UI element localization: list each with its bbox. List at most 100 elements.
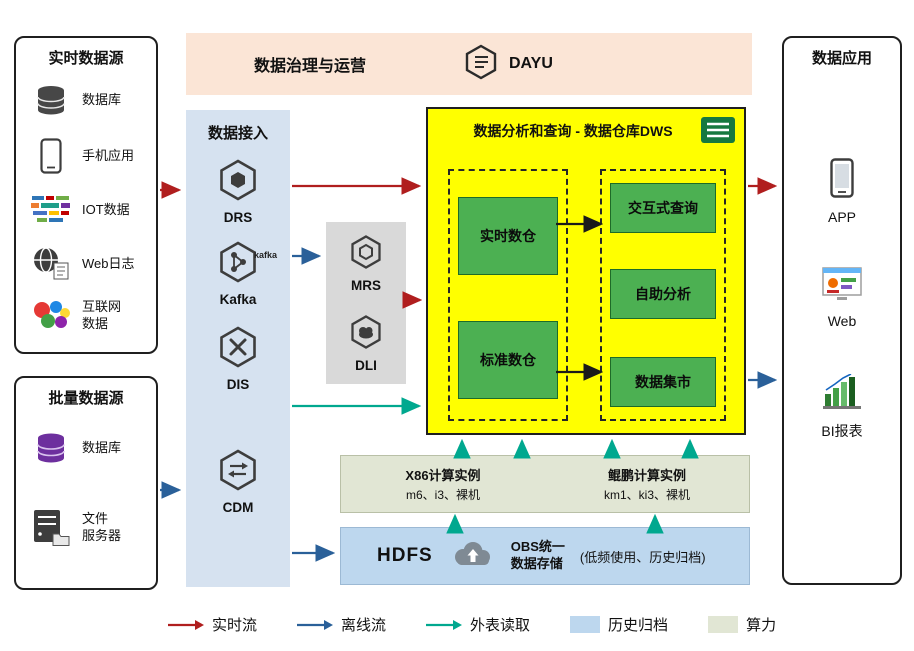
applications-title: 数据应用 [811, 50, 872, 67]
ingestion-title: 数据接入 [207, 125, 268, 142]
service-label: DIS [226, 377, 250, 392]
service-label: DRS [223, 210, 253, 225]
analytics-group [600, 169, 726, 421]
service-mrs: MRS [326, 234, 406, 293]
source-item-mobile-app: 手机应用 [16, 134, 156, 178]
service-drs: DRS [186, 158, 290, 225]
database-purple-icon [29, 430, 73, 466]
dli-icon [348, 314, 384, 355]
source-item-label: 数据库 [82, 91, 122, 107]
external-read-arrow-icon [426, 619, 463, 631]
analytics-box-self-service: 自助分析 [610, 269, 716, 319]
legend-item-history-archive: 历史归档 [570, 614, 668, 635]
app-item-bi-report: BI报表 [784, 373, 900, 441]
service-label: DLI [355, 358, 377, 373]
app-item-app: APP [784, 158, 900, 225]
kafka-icon [216, 240, 260, 289]
app-item-label: BI报表 [821, 423, 863, 439]
legend-label: 算力 [746, 617, 777, 634]
obs-label-line1: OBS统一 [510, 539, 565, 555]
obs-label: OBS统一 数据存储 [511, 539, 565, 573]
source-item-label: 数据库 [82, 439, 122, 455]
service-dis: DIS [186, 325, 290, 392]
analytics-box-data-mart: 数据集市 [610, 357, 716, 407]
history-archive-swatch [570, 616, 601, 633]
analytics-box-interactive-query: 交互式查询 [610, 183, 716, 233]
warehouse-label: 标准数仓 [480, 352, 536, 368]
service-label: Kafka [219, 292, 257, 307]
kafka-badge: kafka [254, 250, 278, 260]
compute-group-subtitle: km1、ki3、裸机 [603, 488, 690, 502]
file-server-icon [29, 508, 73, 548]
ingestion-column: 数据接入 DRS kafka Kafka DIS CDM [186, 110, 290, 587]
service-dli: DLI [326, 314, 406, 373]
dayu-icon [462, 43, 500, 86]
analytics-label: 数据集市 [635, 374, 691, 390]
warehouse-group [448, 169, 568, 421]
database-icon [29, 83, 73, 117]
compute-group-x86: X86计算实例 m6、i3、裸机 [341, 465, 545, 503]
governance-banner: 数据治理与运营 DAYU [186, 33, 752, 95]
staging-box: MRS DLI [326, 222, 406, 384]
applications-box: 数据应用 APP Web BI报表 [782, 36, 902, 585]
app-item-web: Web [784, 266, 900, 329]
dayu-product: DAYU [462, 33, 553, 95]
warehouse-box-realtime: 实时数仓 [458, 197, 558, 275]
dws-title: 数据分析和查询 - 数据仓库DWS [473, 123, 673, 139]
iot-icon [29, 194, 73, 226]
app-phone-icon [830, 158, 854, 203]
offline-flow-arrow-icon [297, 619, 334, 631]
analytics-label: 自助分析 [635, 286, 691, 302]
web-log-icon [29, 246, 73, 282]
compute-group-title: X86计算实例 [405, 468, 481, 483]
legend-label: 外表读取 [470, 617, 531, 634]
source-item-label: 文件 服务器 [82, 511, 122, 543]
dayu-label: DAYU [509, 55, 553, 72]
internet-data-icon [29, 300, 73, 332]
source-item-iot: IOT数据 [16, 188, 156, 232]
source-item-label: IOT数据 [82, 201, 130, 217]
legend-label: 历史归档 [608, 617, 669, 634]
analytics-label: 交互式查询 [628, 200, 698, 216]
warehouse-label: 实时数仓 [480, 228, 536, 244]
legend-item-offline-flow: 离线流 [297, 614, 386, 635]
source-item-label: Web日志 [82, 255, 135, 271]
legend-item-external-read: 外表读取 [426, 614, 530, 635]
obs-cloud-icon [448, 539, 496, 574]
mrs-icon [348, 234, 384, 275]
realtime-sources-title: 实时数据源 [48, 50, 124, 67]
app-item-label: Web [827, 313, 857, 329]
legend-item-realtime-flow: 实时流 [168, 614, 257, 635]
source-item-internet-data: 互联网 数据 [16, 294, 156, 338]
service-label: MRS [351, 278, 381, 293]
web-app-icon [821, 266, 863, 307]
source-item-label: 手机应用 [82, 147, 135, 163]
phone-icon [29, 138, 73, 174]
obs-label-line2: 数据存储 [510, 556, 563, 571]
compute-power-swatch [708, 616, 739, 633]
bi-report-icon [821, 373, 863, 415]
legend: 实时流 离线流 外表读取 历史归档 算力 [168, 614, 776, 635]
storage-box: HDFS OBS统一 数据存储 (低频使用、历史归档) [340, 527, 750, 585]
batch-sources-title: 批量数据源 [48, 390, 124, 407]
hdfs-label: HDFS [377, 545, 433, 566]
compute-box: X86计算实例 m6、i3、裸机 鲲鹏计算实例 km1、ki3、裸机 [340, 455, 750, 513]
app-item-label: APP [827, 209, 856, 225]
compute-group-subtitle: m6、i3、裸机 [405, 488, 480, 502]
source-item-database-batch: 数据库 [16, 426, 156, 470]
service-kafka: kafka Kafka [186, 240, 290, 307]
service-label: CDM [222, 500, 254, 515]
legend-item-compute-power: 算力 [708, 614, 776, 635]
dws-box: 数据分析和查询 - 数据仓库DWS 实时数仓 标准数仓 交互式查询 自助分析 数… [426, 107, 746, 435]
source-item-web-log: Web日志 [16, 242, 156, 286]
source-item-file-server: 文件 服务器 [16, 506, 156, 550]
realtime-flow-arrow-icon [168, 619, 204, 631]
warehouse-box-standard: 标准数仓 [458, 321, 558, 399]
governance-title: 数据治理与运营 [254, 58, 367, 75]
legend-label: 离线流 [341, 617, 387, 634]
storage-note: (低频使用、历史归档) [579, 549, 706, 565]
dws-icon [700, 116, 736, 149]
realtime-sources-box: 实时数据源 数据库 手机应用 IOT数据 Web日志 [14, 36, 158, 354]
compute-group-title: 鲲鹏计算实例 [607, 468, 686, 483]
